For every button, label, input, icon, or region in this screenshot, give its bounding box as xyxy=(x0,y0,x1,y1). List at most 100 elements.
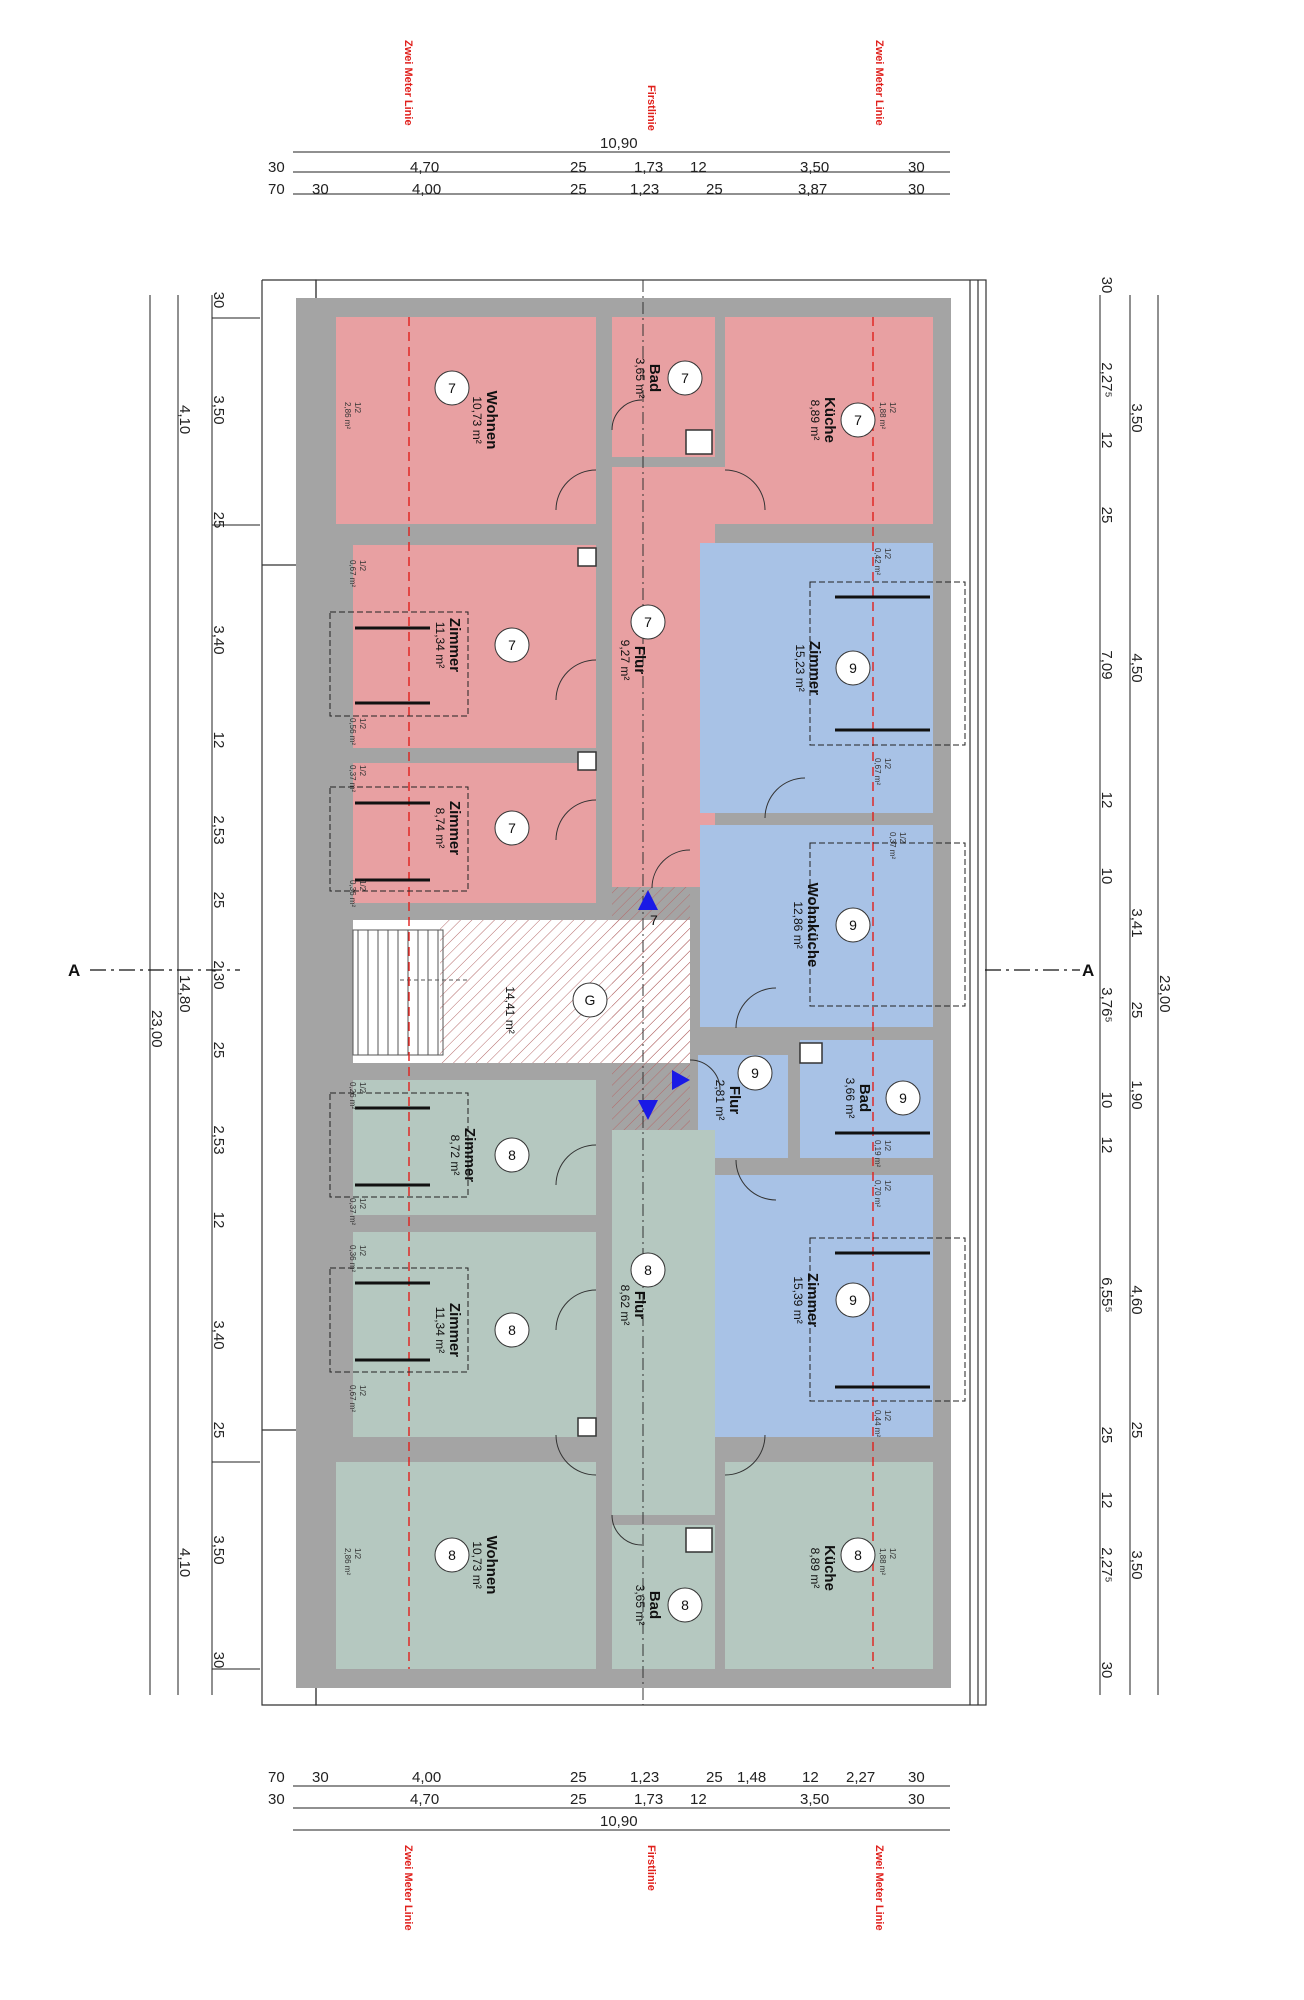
unit-badge xyxy=(835,1282,871,1318)
sub-area-2: 0,44 m² xyxy=(873,1410,882,1437)
dormer-outlines xyxy=(329,581,966,1402)
zwei-meter-label-bottom-right: Zwei Meter Linie xyxy=(873,1845,885,1931)
left-bottom-block-dim: 4,10 xyxy=(176,1548,193,1577)
unit-number: 7 xyxy=(508,637,516,653)
right-outer-dim: 30 xyxy=(1098,277,1115,294)
sub-area-2: 0,67 m² xyxy=(873,758,882,785)
unit-badge xyxy=(667,1587,703,1623)
top-dim-7: 30 xyxy=(908,159,925,176)
bot-dim2-5: 12 xyxy=(690,1791,707,1808)
sub-area: 2,86 m² xyxy=(343,402,352,429)
unit-badge xyxy=(840,402,876,438)
room-area: 8,74 m² xyxy=(433,808,447,849)
unit-badge xyxy=(667,360,703,396)
top-annotations: Zwei Meter Linie Firstlinie Zwei Meter L… xyxy=(402,40,885,131)
bottom-annotations: Zwei Meter Linie Firstlinie Zwei Meter L… xyxy=(402,1845,885,1931)
unit-number: 8 xyxy=(508,1147,516,1163)
room-name: Zimmer xyxy=(461,1128,478,1182)
bot-dim-4: 25 xyxy=(570,1769,587,1786)
right-inner-dim: 25 xyxy=(1128,1002,1145,1019)
room-name: Bad xyxy=(856,1084,873,1112)
top-dim2-5: 1,23 xyxy=(630,181,659,198)
sub-fraction: 1/2 xyxy=(358,1245,367,1257)
unit-badge xyxy=(630,604,666,640)
bot-dim-1: 70 xyxy=(268,1769,285,1786)
sub-fraction: 1/2 xyxy=(353,1548,362,1560)
right-outer-dim: 12 xyxy=(1098,792,1115,809)
room-flur-8[interactable] xyxy=(612,1130,715,1515)
left-top-block-dim: 4,10 xyxy=(176,405,193,434)
room-area: 8,89 m² xyxy=(808,400,822,441)
room-flur-7b[interactable] xyxy=(612,467,725,524)
room-zimmer-8a[interactable] xyxy=(353,1080,596,1215)
sub-fraction: 1/2 xyxy=(888,402,897,414)
right-inner-dim: 3,50 xyxy=(1128,1550,1145,1579)
sub-area: 0,42 m² xyxy=(873,548,882,575)
top-dim2-7: 3,87 xyxy=(798,181,827,198)
unit-badge xyxy=(494,810,530,846)
sub-fraction: 1/2 xyxy=(353,402,362,414)
bot-dim-7: 1,48 xyxy=(737,1769,766,1786)
right-outer-dim: 12 xyxy=(1098,432,1115,449)
sub-area-2: 0,67 m² xyxy=(348,1385,357,1412)
bot-dim-10: 30 xyxy=(908,1769,925,1786)
right-outer-dim: 2,27⁵ xyxy=(1098,1547,1115,1582)
room-area: 8,89 m² xyxy=(808,1548,822,1589)
sub-fraction: 1/2 xyxy=(883,548,892,560)
unit-badge xyxy=(494,1137,530,1173)
sub-area: 0,19 m² xyxy=(873,1140,882,1167)
room-zimmer-7a[interactable] xyxy=(353,545,596,748)
unit-number: G xyxy=(585,992,596,1008)
left-chain-dim: 2,53 xyxy=(210,1125,227,1154)
left-chain-dim: 25 xyxy=(210,512,227,529)
room-wohnkueche-9[interactable] xyxy=(700,825,933,1027)
top-dim-2: 4,70 xyxy=(410,159,439,176)
room-name: Wohnküche xyxy=(804,883,821,968)
sub-area-2: 0,37 m² xyxy=(348,1198,357,1225)
room-wohnen-7[interactable] xyxy=(336,317,596,524)
top-dim2-1: 70 xyxy=(268,181,285,198)
left-overall-dim: 23,00 xyxy=(148,1010,165,1048)
right-inner-dim: 25 xyxy=(1128,1422,1145,1439)
top-dim-1: 30 xyxy=(268,159,285,176)
bot-dim-9: 2,27 xyxy=(846,1769,875,1786)
room-flur-7[interactable] xyxy=(612,467,715,887)
bot-dim-2: 30 xyxy=(312,1769,329,1786)
zwei-meter-label-top-left: Zwei Meter Linie xyxy=(402,40,414,126)
unit-number: 7 xyxy=(681,370,689,386)
stair-steps xyxy=(352,929,470,1056)
unit-badge xyxy=(572,982,608,1018)
top-dim2-4: 25 xyxy=(570,181,587,198)
left-chain-dim: 25 xyxy=(210,1422,227,1439)
left-dimensions xyxy=(149,295,260,1695)
room-area: 11,34 m² xyxy=(433,1307,447,1353)
room-name: Wohnen xyxy=(483,391,500,450)
unit-badge xyxy=(434,1537,470,1573)
room-zimmer-9b[interactable] xyxy=(700,1175,933,1437)
unit-badge xyxy=(434,370,470,406)
right-outer-dim: 6,55⁵ xyxy=(1098,1277,1115,1312)
zwei-meter-label-bottom-left: Zwei Meter Linie xyxy=(402,1845,414,1931)
bot-dim-6: 25 xyxy=(706,1769,723,1786)
arrow-down-icon xyxy=(638,1100,658,1120)
sub-area: 1,88 m² xyxy=(878,1548,887,1575)
left-mid-dim: 14,80 xyxy=(176,975,193,1013)
bottom-overall-dim: 10,90 xyxy=(600,1813,638,1830)
room-zimmer-8b[interactable] xyxy=(353,1232,596,1437)
room-zimmer-7b[interactable] xyxy=(353,763,596,903)
right-outer-dim: 3,76⁵ xyxy=(1098,987,1115,1022)
right-outer-dim: 10 xyxy=(1098,868,1115,885)
right-outer-dim: 2,27⁵ xyxy=(1098,362,1115,397)
unit-number: 7 xyxy=(854,412,862,428)
left-chain-dim: 25 xyxy=(210,892,227,909)
sub-area: 0,37 m² xyxy=(348,765,357,792)
room-name: Zimmer xyxy=(446,618,463,672)
sub-fraction: 1/2 xyxy=(888,1548,897,1560)
left-chain-dim: 30 xyxy=(210,1652,227,1669)
room-kueche-8[interactable] xyxy=(725,1462,933,1669)
room-zimmer-9a[interactable] xyxy=(700,543,933,813)
